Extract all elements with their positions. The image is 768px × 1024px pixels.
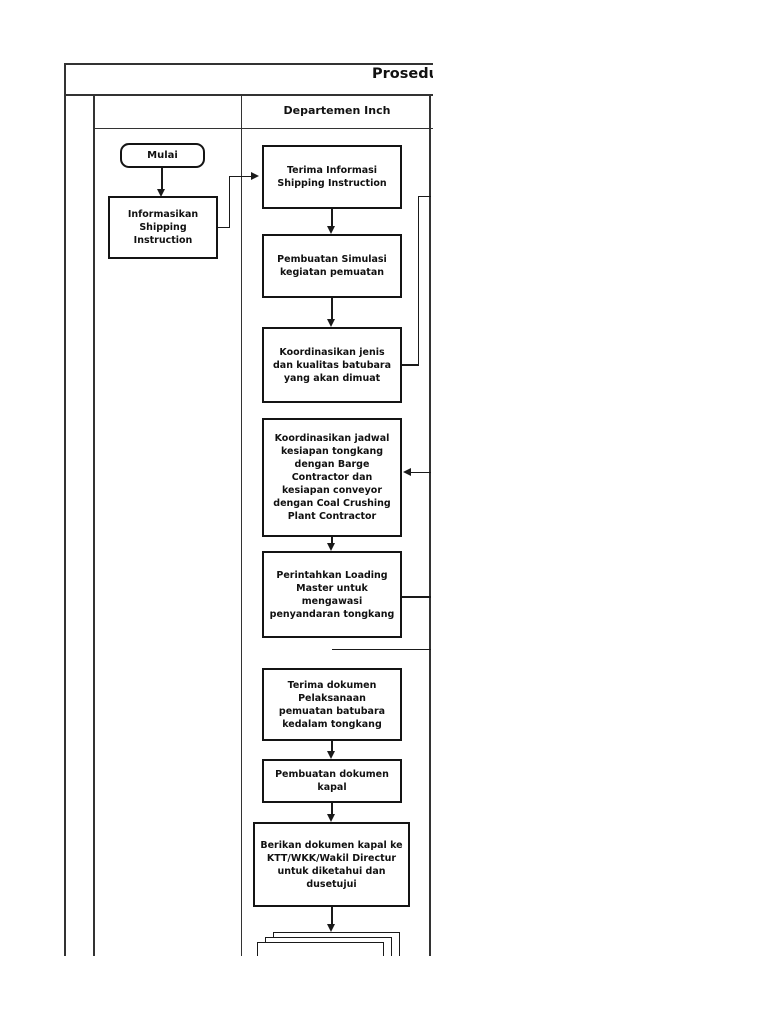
- connector-into-jadwal: [410, 471, 431, 473]
- node-pembuatan-dokumen-kapal: Pembuatan dokumen kapal: [262, 759, 402, 803]
- table-left-border: [64, 63, 66, 956]
- arrowhead-down-icon: [327, 924, 335, 932]
- column-header-departemen: Departemen Inch: [283, 104, 391, 117]
- connector-informasikan-elbow-v: [228, 176, 230, 228]
- arrowhead-down-icon: [157, 189, 165, 197]
- connector-return-line: [331, 648, 431, 650]
- column-divider-1: [93, 95, 95, 956]
- connector-jenis-right-top: [417, 195, 431, 197]
- arrow-berikan-to-dokumen: [331, 907, 333, 925]
- arrowhead-down-icon: [327, 226, 335, 234]
- column-divider-2: [240, 95, 242, 956]
- connector-perintahkan-right: [402, 596, 431, 598]
- arrow-terimadok-to-pembuatandok: [331, 741, 333, 753]
- connector-jenis-right-h: [402, 364, 419, 366]
- arrowhead-down-icon: [327, 319, 335, 327]
- column-right-border: [429, 95, 431, 956]
- document-stack-front: [257, 942, 384, 956]
- connector-informasikan-elbow-h1: [218, 226, 230, 228]
- arrowhead-down-icon: [327, 751, 335, 759]
- node-mulai: Mulai: [120, 143, 205, 168]
- title-row-bottom-border: [64, 93, 433, 96]
- node-pembuatan-simulasi: Pembuatan Simulasi kegiatan pemuatan: [262, 234, 402, 298]
- arrow-jadwal-to-perintahkan: [331, 537, 333, 545]
- scan-visible-area: Prosedur Departemen Inch Mulai: [64, 63, 433, 956]
- connector-informasikan-elbow-h2: [228, 175, 253, 177]
- node-terima-dokumen: Terima dokumen Pelaksanaan pemuatan batu…: [262, 668, 402, 741]
- connector-jenis-right-v: [417, 195, 419, 366]
- node-koordinasikan-jadwal: Koordinasikan jadwal kesiapan tongkang d…: [262, 418, 402, 537]
- node-informasikan-shipping-instruction: Informasikan Shipping Instruction: [108, 196, 218, 259]
- header-row-bottom-border: [93, 127, 433, 129]
- arrow-pembuatandok-to-berikan: [331, 803, 333, 815]
- arrow-simulasi-to-jenis: [331, 298, 333, 322]
- arrowhead-down-icon: [327, 814, 335, 822]
- node-berikan-dokumen-kapal: Berikan dokumen kapal ke KTT/WKK/Wakil D…: [253, 822, 410, 907]
- table-top-border: [64, 63, 433, 65]
- node-terima-informasi: Terima Informasi Shipping Instruction: [262, 145, 402, 209]
- arrow-terima-to-simulasi: [331, 209, 333, 229]
- arrowhead-down-icon: [327, 543, 335, 551]
- page-title: Prosedur: [372, 66, 433, 82]
- arrow-mulai-to-informasikan: [161, 168, 163, 191]
- arrowhead-right-icon: [251, 171, 259, 180]
- node-perintahkan-loading-master: Perintahkan Loading Master untuk mengawa…: [262, 551, 402, 638]
- arrowhead-left-icon: [403, 468, 411, 476]
- node-koordinasikan-jenis: Koordinasikan jenis dan kualitas batubar…: [262, 327, 402, 403]
